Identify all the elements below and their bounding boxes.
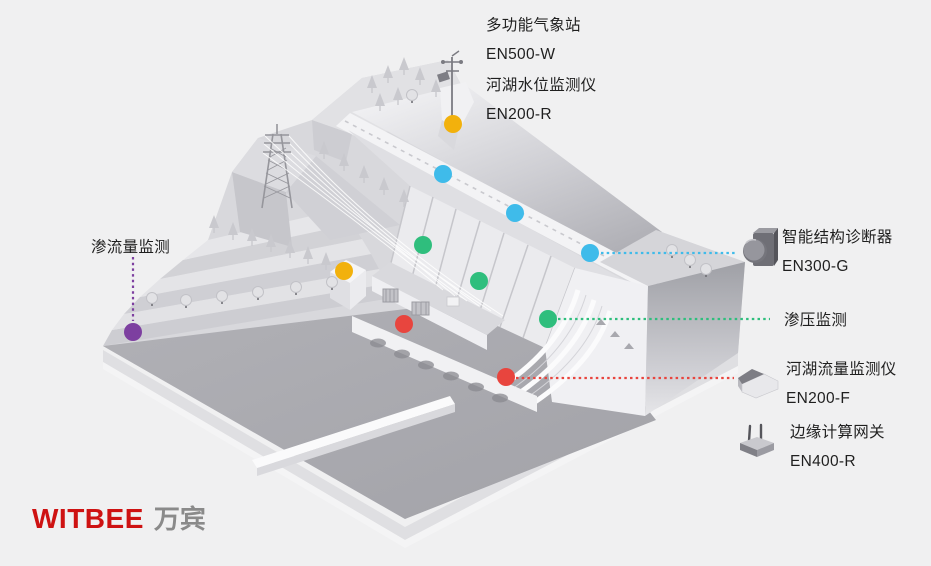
transmission-tower-icon (261, 124, 293, 209)
label-flow-model: EN200-F (786, 390, 851, 407)
tower-hill (232, 138, 400, 247)
label-seepage-pressure: 渗压监测 (784, 312, 848, 329)
dam-crest-band (348, 130, 652, 295)
seepage-pressure-marker-2 (470, 272, 488, 290)
edge-gateway-device-icon (740, 423, 774, 457)
seepage-flow-marker (124, 323, 142, 341)
water-level-marker-3 (581, 244, 599, 262)
flow-monitor-marker-1 (395, 315, 413, 333)
label-water-level-title: 河湖水位监测仪 (486, 77, 597, 94)
label-weather-station-title: 多功能气象站 (486, 17, 581, 34)
outlet-wall (352, 316, 537, 412)
reservoir-slope (352, 84, 662, 276)
label-gateway-title: 边缘计算网关 (790, 424, 885, 441)
label-weather-station-model: EN500-W (486, 46, 556, 63)
transformers (382, 288, 430, 316)
seepage-pressure-marker-3 (539, 310, 557, 328)
label-flow-title: 河湖流量监测仪 (786, 361, 897, 378)
weather-station-marker (444, 115, 462, 133)
trees (146, 57, 712, 308)
flow-monitor-marker-2 (497, 368, 515, 386)
label-structure-title: 智能结构诊断器 (782, 229, 893, 246)
sensor-marker-overlay (124, 115, 770, 386)
flow-monitor-device-icon (738, 369, 779, 399)
label-gateway-model: EN400-R (790, 453, 856, 470)
spillway-chutes (503, 268, 648, 416)
witbee-logo: WITBEE 万宾 (32, 499, 206, 536)
power-lines (262, 135, 504, 317)
structure-diagnostic-device-icon (743, 228, 778, 266)
logo-brand-text: WITBEE (32, 503, 144, 534)
tailwater-surface (103, 298, 656, 519)
label-water-level-model: EN200-R (486, 106, 552, 123)
seepage-pressure-marker-1 (414, 236, 432, 254)
logo-cn-text: 万宾 (153, 504, 206, 534)
intake-building-marker (335, 262, 353, 280)
water-level-marker-2 (506, 204, 524, 222)
label-seepage-flow: 渗流量监测 (91, 239, 171, 256)
label-structure-model: EN300-G (782, 258, 849, 275)
water-level-marker-1 (434, 165, 452, 183)
rocks (596, 319, 634, 349)
powerhouse (372, 262, 505, 350)
breakwater (252, 396, 455, 476)
